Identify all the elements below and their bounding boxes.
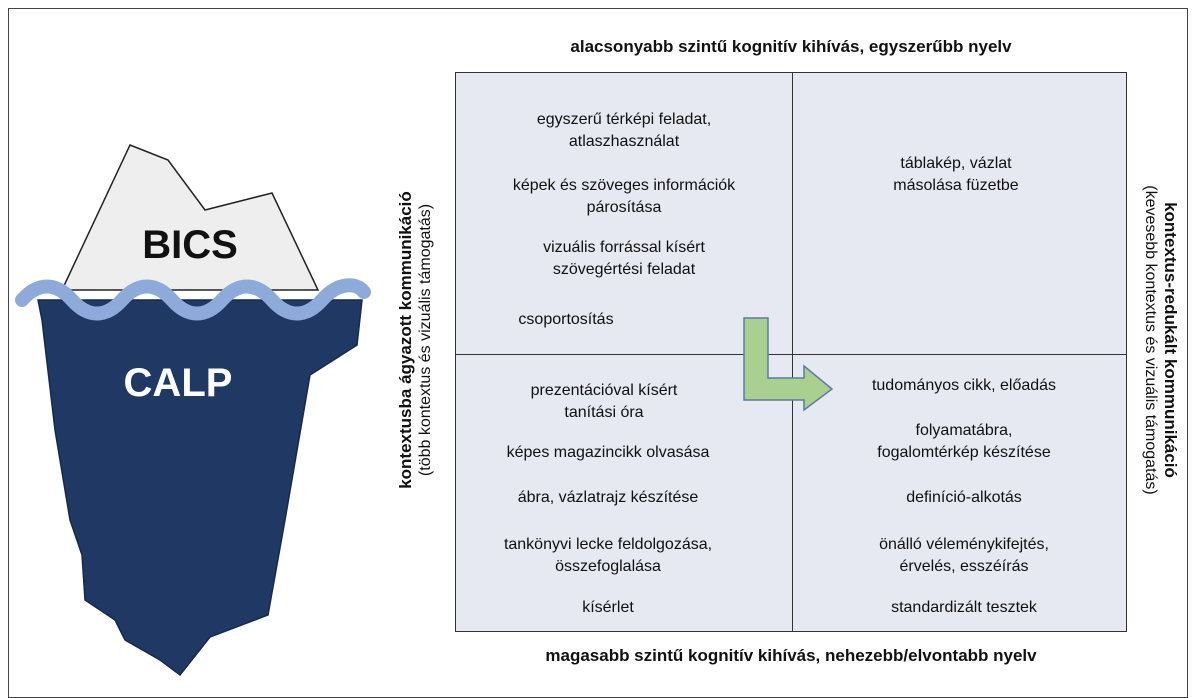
quadrant-item: önálló véleménykifejtés,érvelés, esszéír… [879, 536, 1049, 575]
quadrant-item: csoportosítás [518, 311, 614, 328]
calp-label: CALP [124, 361, 233, 405]
quadrant-item: tankönyvi lecke feldolgozása,összefoglal… [503, 536, 713, 575]
top-axis-label: alacsonyabb szintű kognitív kihívás, egy… [570, 37, 1012, 56]
quadrant-item: tudományos cikk, előadás [871, 377, 1057, 394]
iceberg-illustration: BICS CALP [15, 144, 371, 677]
bottom-axis-label: magasabb szintű kognitív kihívás, neheze… [545, 646, 1037, 665]
horizontal-divider [456, 354, 1126, 355]
quadrant-item: definíció-alkotás [906, 489, 1022, 506]
iceberg-tip [60, 144, 320, 291]
quadrant-item: folyamatábra,fogalomtérkép készítése [877, 422, 1051, 461]
quadrant-item: egyszerű térképi feladat,atlaszhasználat [536, 111, 712, 150]
iceberg-body [37, 299, 363, 677]
waterline-wave [15, 278, 371, 321]
bics-label: BICS [142, 223, 238, 267]
vertical-divider [792, 73, 793, 631]
l-arrow-icon [743, 317, 834, 412]
left-axis-main: kontextusba ágyazott kommunikáció [396, 191, 415, 489]
quadrant-item: képes magazincikk olvasása [506, 444, 710, 461]
quadrant-grid: egyszerű térképi feladat,atlaszhasználat… [455, 72, 1127, 632]
quadrant-item: standardizált tesztek [891, 599, 1037, 616]
quadrant-item: ábra, vázlatrajz készítése [517, 489, 699, 506]
right-axis-main: kontextus-redukált kommunikáció [1161, 202, 1180, 478]
left-axis-sub: (több kontextus és vizuális támogatás) [417, 203, 434, 477]
right-axis-sub: (kevesebb kontextus és vizuális támogatá… [1142, 185, 1159, 495]
quadrant-item: kísérlet [582, 599, 634, 616]
